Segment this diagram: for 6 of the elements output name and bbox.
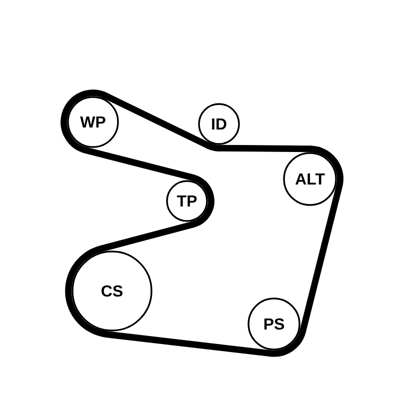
pulley: ID	[198, 103, 240, 145]
pulley: PS	[248, 298, 300, 350]
pulley: CS	[72, 250, 152, 332]
pulley: WP	[67, 96, 119, 148]
pulley: TP	[166, 180, 208, 222]
pulley: ALT	[283, 152, 337, 206]
